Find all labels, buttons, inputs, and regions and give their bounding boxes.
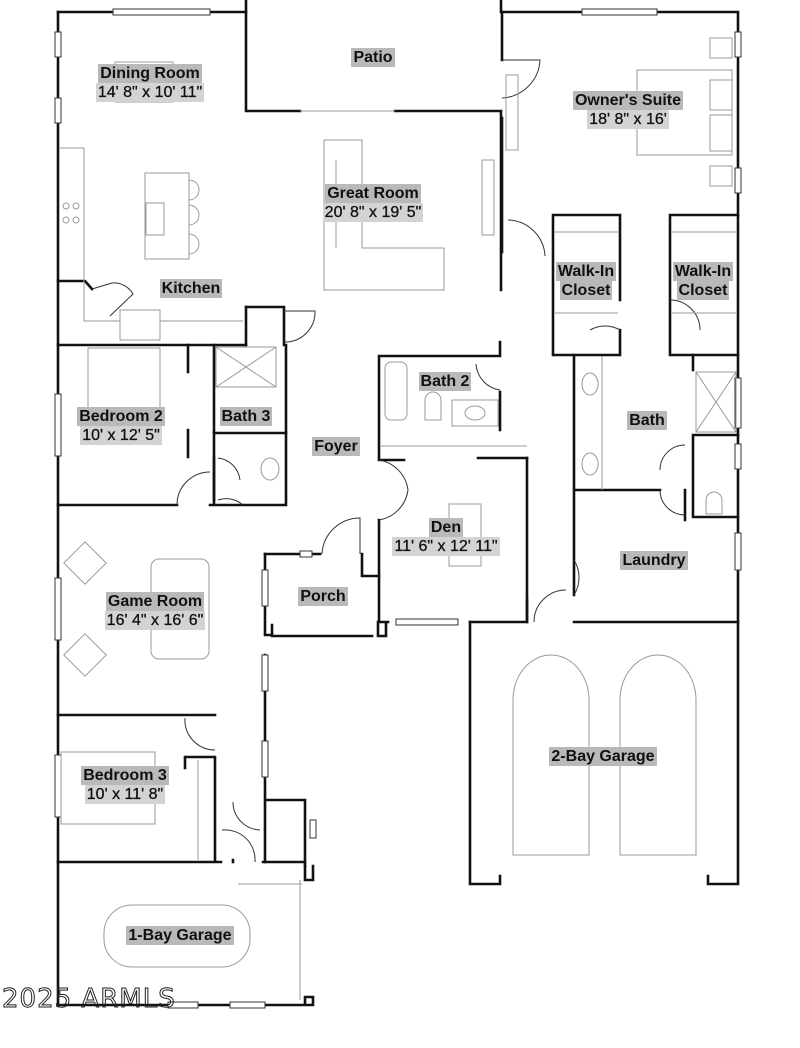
room-label-two-bay-garage: 2-Bay Garage [538, 747, 668, 766]
room-name: Porch [298, 587, 348, 606]
room-name: Laundry [620, 551, 688, 570]
room-label-owners-suite: Owner's Suite 18' 8" x 16' [558, 91, 698, 129]
room-name: Bath 2 [418, 372, 472, 391]
room-name: Game Room [105, 592, 205, 611]
room-name-line1: Walk-In [672, 262, 734, 281]
room-name-line2: Closet [676, 281, 730, 300]
room-name: 1-Bay Garage [126, 926, 234, 945]
room-name: Bath [627, 411, 667, 430]
room-dimensions: 11' 6" x 12' 11" [392, 537, 500, 556]
room-label-great-room: Great Room 20' 8" x 19' 5" [303, 184, 443, 222]
room-label-foyer: Foyer [306, 437, 366, 456]
room-name: Dining Room [98, 64, 202, 83]
room-dimensions: 20' 8" x 19' 5" [322, 203, 424, 222]
room-name-line2: Closet [559, 281, 613, 300]
room-name: Great Room [325, 184, 421, 203]
room-label-bath-3: Bath 3 [214, 407, 278, 426]
walls [56, 0, 740, 1007]
room-label-kitchen: Kitchen [150, 279, 232, 298]
room-label-patio: Patio [330, 48, 416, 67]
room-label-bath-2: Bath 2 [412, 372, 478, 391]
room-dimensions: 10' x 11' 8" [84, 785, 166, 804]
fixtures [60, 37, 737, 1000]
room-name: Foyer [312, 437, 360, 456]
room-dimensions: 16' 4" x 16' 6" [104, 611, 206, 630]
room-name: Den [428, 518, 464, 537]
room-name: 2-Bay Garage [549, 747, 657, 766]
room-label-laundry: Laundry [614, 551, 694, 570]
watermark: 2025 ARMLS [2, 984, 176, 1015]
room-name: Bath 3 [219, 407, 273, 426]
room-label-dining-room: Dining Room 14' 8" x 10' 11" [80, 64, 220, 102]
room-name-line1: Walk-In [555, 262, 617, 281]
room-label-porch: Porch [290, 587, 356, 606]
room-name: Bedroom 3 [81, 766, 169, 785]
room-label-bedroom-3: Bedroom 3 10' x 11' 8" [70, 766, 180, 804]
room-label-game-room: Game Room 16' 4" x 16' 6" [90, 592, 220, 630]
room-label-walk-in-closet-1: Walk-In Closet [549, 262, 623, 300]
windows [54, 8, 742, 1009]
room-label-bath: Bath [620, 411, 674, 430]
room-dimensions: 14' 8" x 10' 11" [95, 83, 205, 102]
room-dimensions: 10' x 12' 5" [80, 426, 162, 445]
doors [91, 59, 701, 863]
room-name: Bedroom 2 [77, 407, 165, 426]
room-label-den: Den 11' 6" x 12' 11" [388, 518, 504, 556]
room-name: Owner's Suite [572, 91, 684, 110]
room-label-walk-in-closet-2: Walk-In Closet [666, 262, 740, 300]
room-label-one-bay-garage: 1-Bay Garage [110, 926, 250, 945]
room-name: Patio [351, 48, 395, 67]
room-label-bedroom-2: Bedroom 2 10' x 12' 5" [66, 407, 176, 445]
room-dimensions: 18' 8" x 16' [587, 110, 669, 129]
room-name: Kitchen [159, 279, 223, 298]
